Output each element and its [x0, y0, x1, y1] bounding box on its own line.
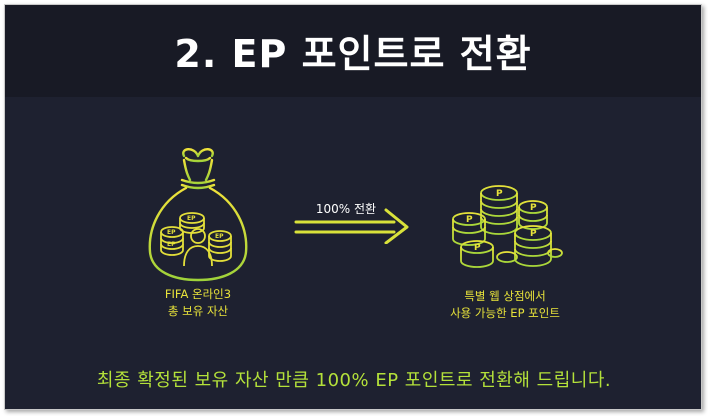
- assets-caption-line2: 총 보유 자산: [167, 304, 229, 318]
- coin-label-3: EP: [215, 233, 224, 240]
- ep-points-caption-line2: 사용 가능한 EP 포인트: [450, 306, 560, 320]
- point-label-1: P: [496, 189, 503, 199]
- ep-points-caption-line1: 특별 웹 상점에서: [464, 289, 546, 303]
- promo-frame: 2. EP 포인트로 전환: [4, 4, 702, 410]
- assets-caption-line1: FIFA 온라인3: [164, 287, 232, 301]
- arrow-label: 100% 전환: [315, 202, 377, 216]
- point-label-4: P: [474, 243, 481, 253]
- coin-label-4: EP: [167, 241, 176, 248]
- point-label-3: P: [530, 203, 537, 213]
- assets-caption: FIFA 온라인3 총 보유 자산: [130, 286, 266, 320]
- page-title: 2. EP 포인트로 전환: [174, 32, 532, 76]
- conversion-message: 최종 확정된 보유 자산 만큼 100% EP 포인트로 전환해 드립니다.: [96, 370, 612, 391]
- p-coins-icon: P P P P P: [452, 185, 563, 268]
- coin-label-2: EP: [167, 229, 176, 236]
- point-label-5: P: [530, 229, 537, 239]
- money-bag-icon: EP EP EP EP: [148, 148, 248, 282]
- ep-points-caption: 특별 웹 상점에서 사용 가능한 EP 포인트: [430, 288, 580, 322]
- coin-label-1: EP: [187, 215, 196, 222]
- title-band: 2. EP 포인트로 전환: [5, 5, 701, 97]
- content-area: [5, 97, 701, 409]
- double-arrow-right-icon: [294, 208, 409, 244]
- point-label-2: P: [466, 215, 473, 225]
